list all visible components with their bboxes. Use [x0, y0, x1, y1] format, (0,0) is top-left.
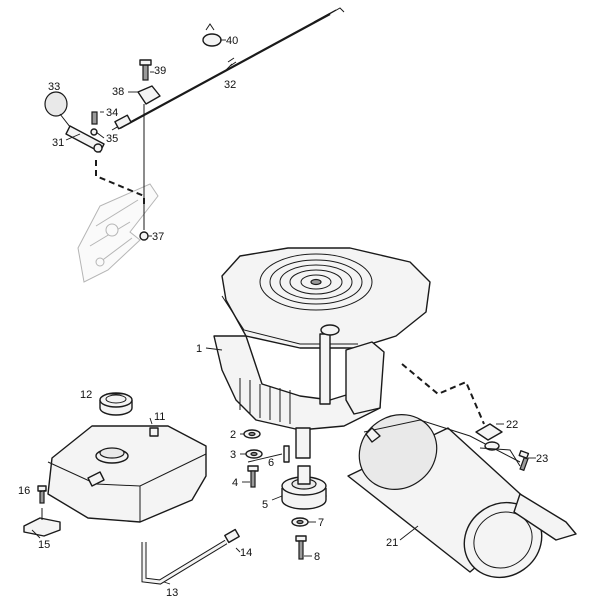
callout-1: 1 — [196, 343, 202, 355]
callout-2: 2 — [230, 429, 236, 441]
nut — [139, 231, 149, 241]
callout-32: 32 — [224, 79, 236, 91]
callout-23: 23 — [536, 453, 548, 465]
callout-8: 8 — [314, 551, 320, 563]
muffler-hardware — [475, 423, 530, 472]
callout-37: 37 — [152, 231, 164, 243]
pulley-hardware — [291, 517, 309, 560]
throttle-lever — [44, 91, 105, 153]
callout-31: 31 — [52, 137, 64, 149]
callout-40: 40 — [226, 35, 238, 47]
callout-6: 6 — [268, 457, 274, 469]
engine — [213, 247, 431, 459]
throttle-cable — [111, 7, 345, 131]
fuel-tank — [47, 425, 207, 523]
callout-34: 34 — [106, 107, 118, 119]
callout-14: 14 — [240, 547, 252, 559]
callout-12: 12 — [80, 389, 92, 401]
callout-11: 11 — [154, 411, 165, 423]
callout-13: 13 — [166, 587, 178, 599]
shaft-key — [283, 445, 290, 463]
callout-3: 3 — [230, 449, 236, 461]
callout-16: 16 — [18, 485, 30, 497]
callout-33: 33 — [48, 81, 60, 93]
cable-clamp — [137, 59, 161, 105]
callout-39: 39 — [154, 65, 166, 77]
callout-4: 4 — [232, 477, 238, 489]
callout-15: 15 — [38, 539, 50, 551]
leader-lines — [31, 39, 536, 585]
lever-link-dash — [95, 160, 145, 206]
callout-labels: 40 32 39 38 33 34 35 31 37 1 2 3 4 6 5 7… — [18, 35, 548, 599]
muffler — [347, 414, 577, 579]
engine-mount-hardware — [243, 429, 263, 488]
callout-22: 22 — [506, 419, 518, 431]
callout-5: 5 — [262, 499, 268, 511]
pulley — [281, 465, 327, 510]
fuel-cap — [99, 392, 133, 416]
callout-7: 7 — [318, 517, 324, 529]
exhaust-link-dash — [401, 363, 485, 425]
callout-35: 35 — [106, 133, 118, 145]
cable-clip — [202, 23, 222, 47]
callout-38: 38 — [112, 86, 124, 98]
fuel-line — [141, 528, 240, 585]
callout-21: 21 — [386, 537, 398, 549]
chassis-bracket-ghost — [77, 183, 159, 283]
